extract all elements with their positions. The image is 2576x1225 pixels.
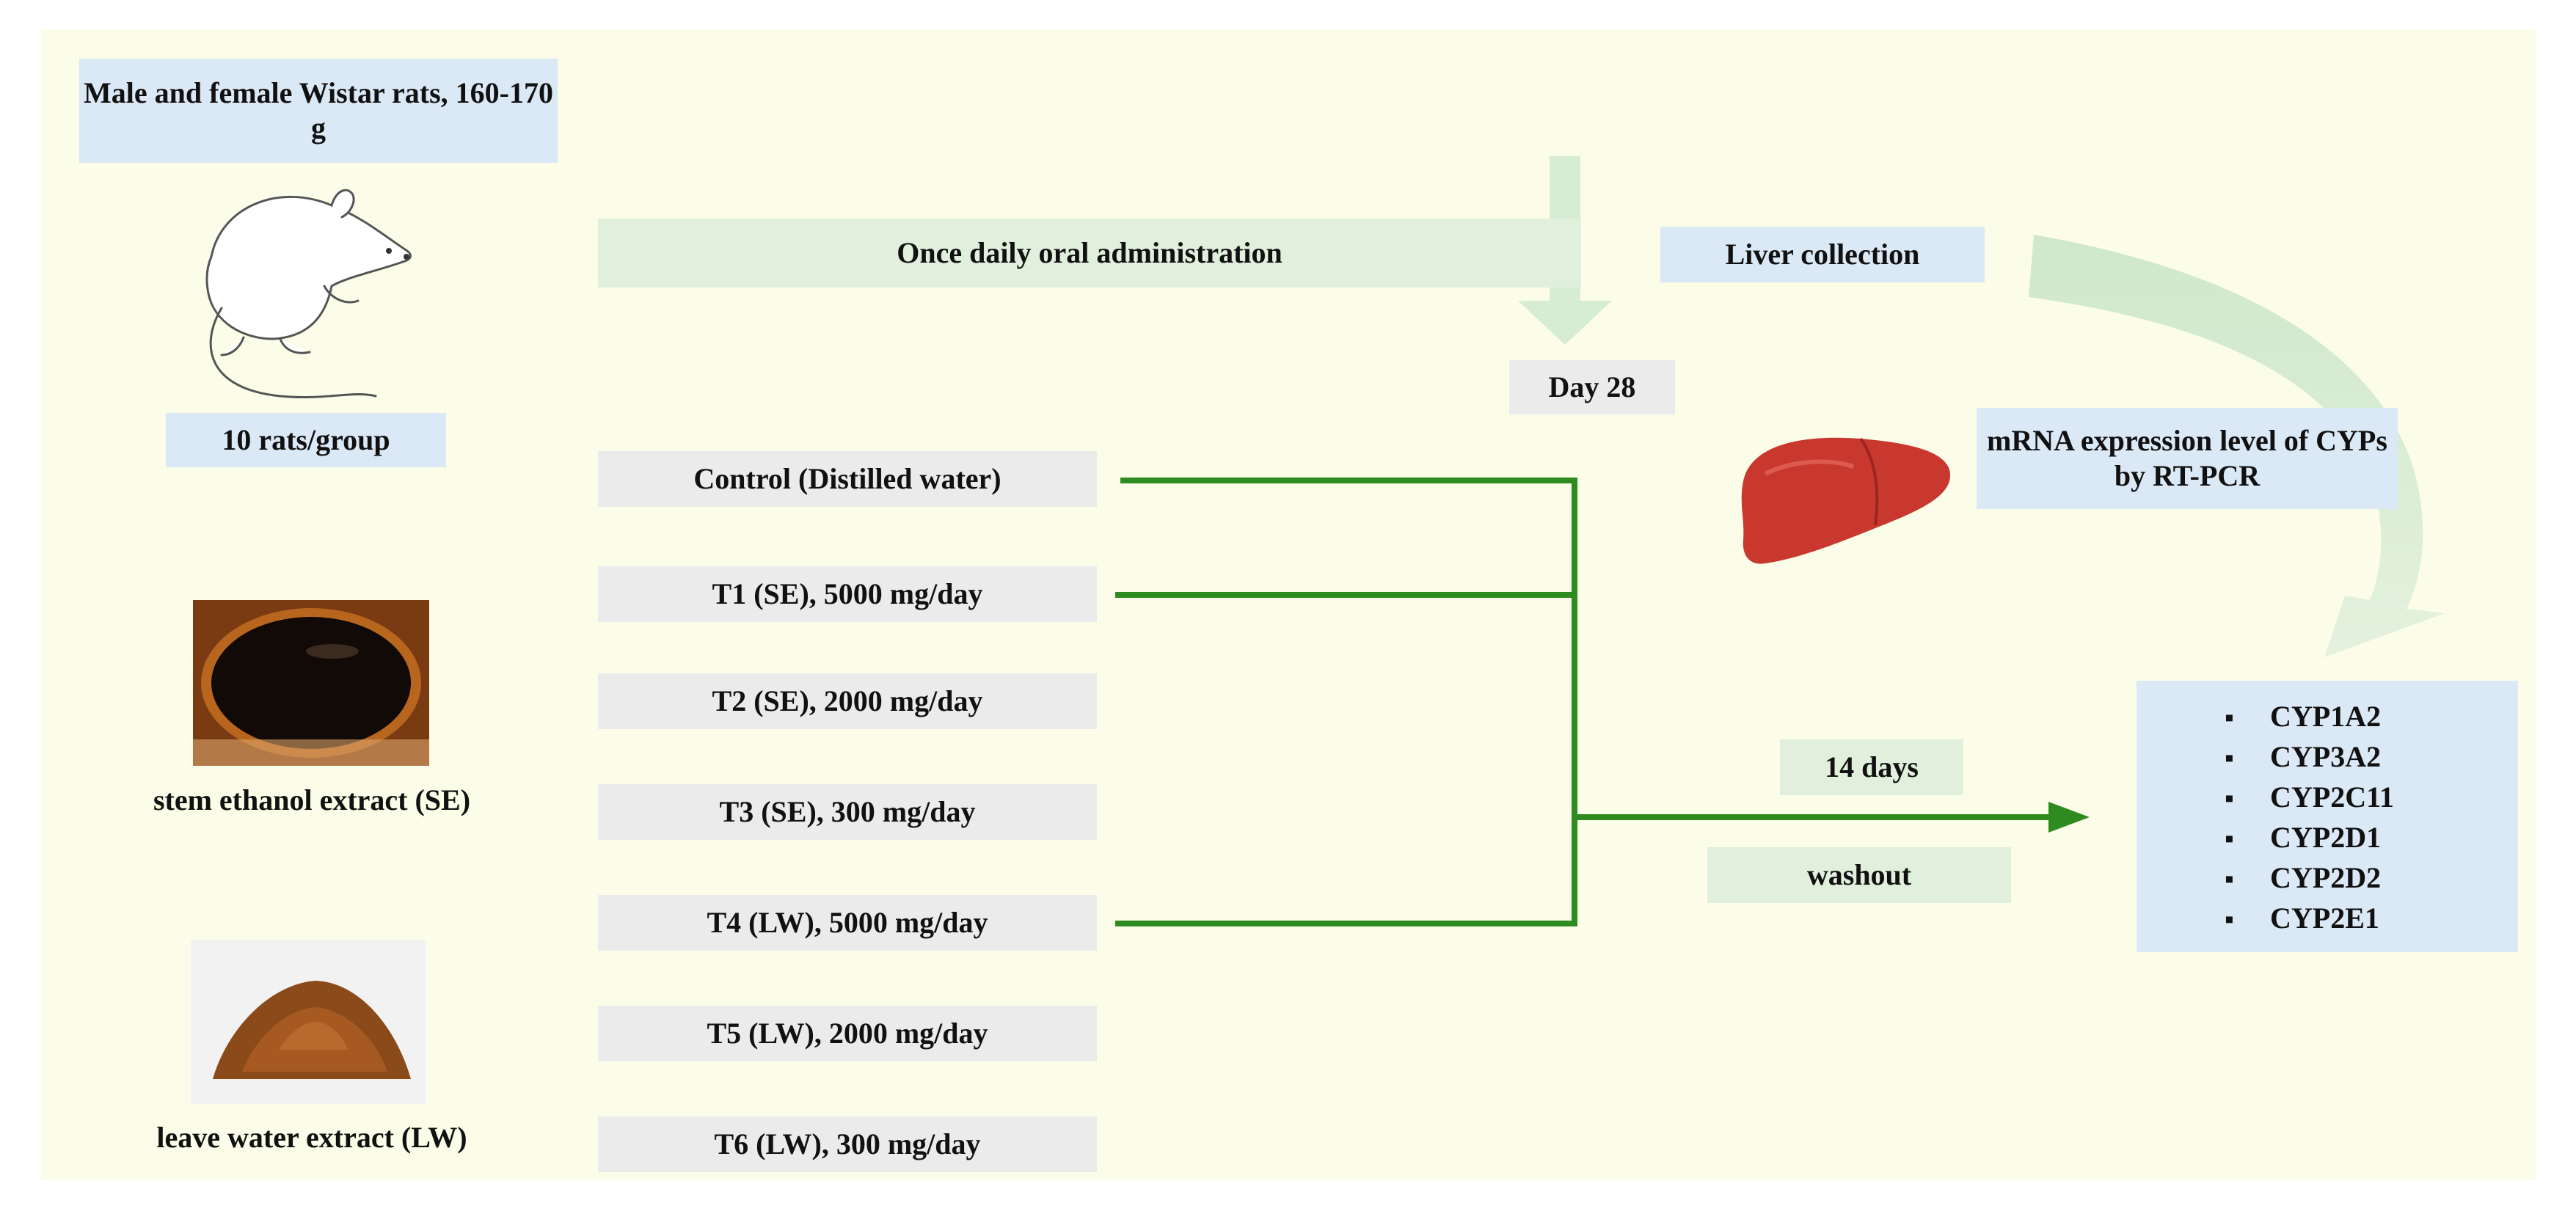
liver-icon [1741, 437, 1951, 564]
dark-extract-bowl-icon [193, 600, 429, 766]
rat-icon [205, 189, 412, 399]
administration-box: Once daily oral administration [598, 219, 1581, 288]
brown-powder-icon [191, 940, 426, 1104]
day28-box: Day 28 [1509, 360, 1675, 414]
group-t1-label: T1 (SE), 5000 mg/day [712, 577, 983, 610]
washout-duration-box: 14 days [1780, 739, 1963, 795]
analysis-box: mRNA expression level of CYPs by RT-PCR [1977, 408, 2398, 509]
group-size-box: 10 rats/group [166, 413, 446, 467]
administration-label: Once daily oral administration [897, 236, 1282, 269]
group-t6: T6 (LW), 300 mg/day [598, 1116, 1097, 1172]
analysis-label: mRNA expression level of CYPs by RT-PCR [1987, 424, 2387, 492]
group-t4-label: T4 (LW), 5000 mg/day [707, 906, 988, 939]
group-t3: T3 (SE), 300 mg/day [598, 784, 1097, 840]
day28-label: Day 28 [1548, 370, 1636, 403]
cyp-item: CYP2E1 [2225, 899, 2518, 939]
liver-collection-box: Liver collection [1660, 227, 1985, 282]
washout-box: washout [1707, 847, 2011, 903]
cyp-list: CYP1A2 CYP3A2 CYP2C11 CYP2D1 CYP2D2 CYP2… [2225, 697, 2518, 939]
cyp-item: CYP3A2 [2225, 737, 2518, 778]
liver-collection-label: Liver collection [1725, 238, 1920, 271]
leaf-extract-label: leave water extract (LW) [156, 1121, 467, 1154]
cyp-item: CYP1A2 [2225, 697, 2518, 737]
subjects-title: Male and female Wistar rats, 160-170 g [84, 76, 553, 145]
group-t2: T2 (SE), 2000 mg/day [598, 673, 1097, 729]
cyp-item: CYP2D1 [2225, 818, 2518, 858]
arrowhead-to-cyp [2048, 802, 2090, 833]
washout-label: washout [1806, 858, 1912, 891]
group-connectors [1115, 478, 2054, 926]
group-control: Control (Distilled water) [598, 451, 1097, 507]
cyp-list-box: CYP1A2 CYP3A2 CYP2C11 CYP2D1 CYP2D2 CYP2… [2137, 681, 2518, 952]
group-t1: T1 (SE), 5000 mg/day [598, 566, 1097, 622]
subjects-box: Male and female Wistar rats, 160-170 g [79, 59, 558, 163]
group-t4: T4 (LW), 5000 mg/day [598, 895, 1097, 951]
group-t6-label: T6 (LW), 300 mg/day [714, 1127, 981, 1160]
group-t5-label: T5 (LW), 2000 mg/day [707, 1017, 988, 1050]
group-t3-label: T3 (SE), 300 mg/day [719, 795, 976, 828]
group-t2-label: T2 (SE), 2000 mg/day [712, 684, 983, 717]
group-t5: T5 (LW), 2000 mg/day [598, 1006, 1097, 1061]
group-control-label: Control (Distilled water) [693, 462, 1001, 495]
group-size-label: 10 rats/group [222, 423, 390, 456]
cyp-item: CYP2C11 [2225, 778, 2518, 818]
stem-extract-label: stem ethanol extract (SE) [153, 783, 471, 816]
cyp-item: CYP2D2 [2225, 858, 2518, 899]
washout-duration-label: 14 days [1825, 750, 1919, 783]
